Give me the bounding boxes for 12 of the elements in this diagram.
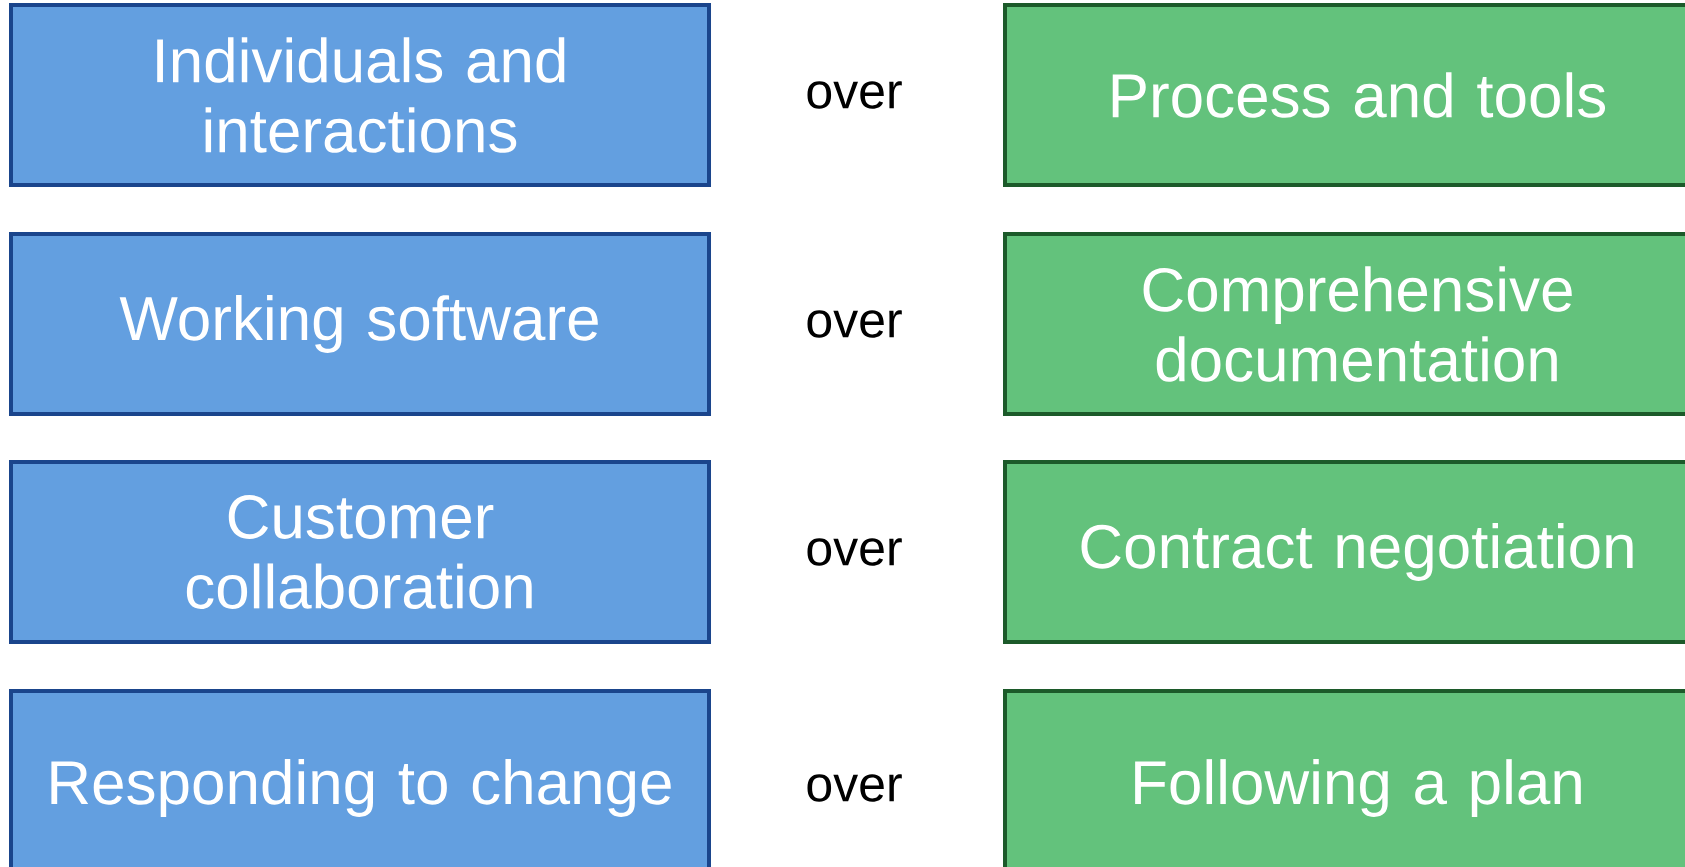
value-box: Customer collaboration <box>9 460 711 644</box>
value-box: Process and tools <box>1003 3 1685 187</box>
over-label: over <box>807 81 902 109</box>
value-box: Comprehensive documentation <box>1003 232 1685 416</box>
value-box: Following a plan <box>1003 689 1685 867</box>
value-box: Contract negotiation <box>1003 460 1685 644</box>
value-box: Individuals and interactions <box>9 3 711 187</box>
value-box: Working software <box>9 232 711 416</box>
over-label: over <box>807 538 902 566</box>
value-box: Responding to change <box>9 689 711 867</box>
over-label: over <box>807 310 902 338</box>
over-label: over <box>807 774 902 802</box>
